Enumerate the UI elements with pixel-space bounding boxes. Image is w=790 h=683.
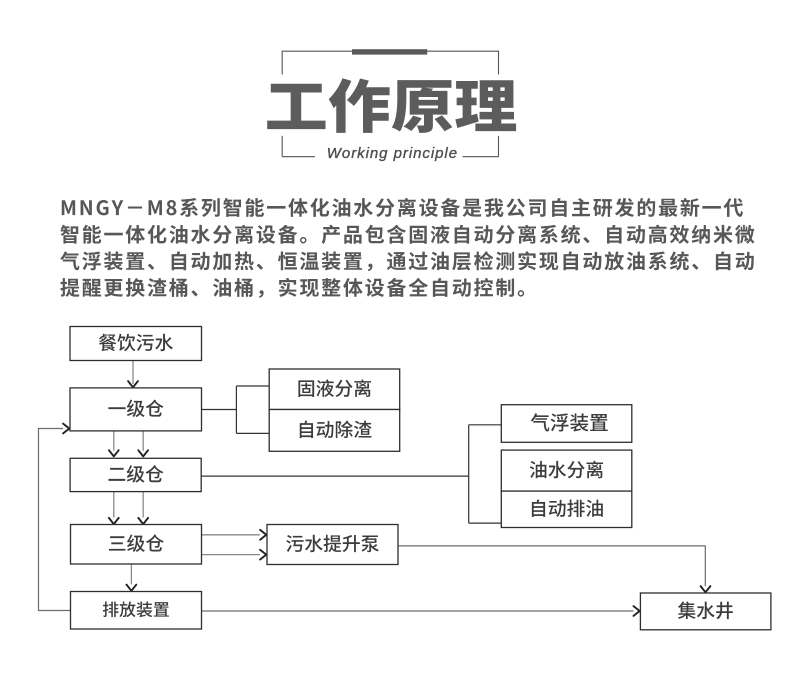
svg-text:Working principle: Working principle	[327, 145, 458, 162]
